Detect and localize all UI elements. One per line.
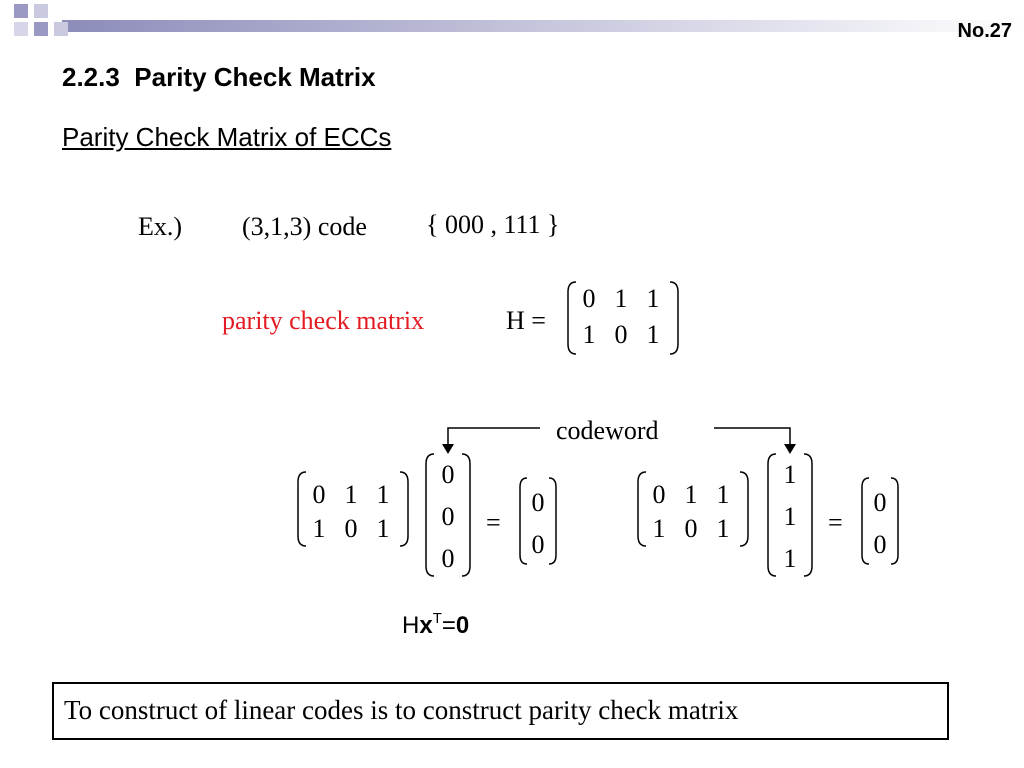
h-cell: 0 <box>614 320 628 349</box>
formula-x: x <box>419 612 433 639</box>
title-bar-decoration <box>0 0 1024 44</box>
h-cell: 1 <box>582 320 596 349</box>
equals-sign: = <box>828 508 843 537</box>
codeword-arrows <box>442 427 796 454</box>
matrix-cell: 0 <box>312 480 326 509</box>
parity-check-label: parity check matrix <box>222 306 425 335</box>
result-cell: 0 <box>873 488 887 517</box>
matrix-cell: 0 <box>344 514 358 543</box>
vector-cell: 1 <box>783 460 797 489</box>
codeword-label: codeword <box>556 416 659 445</box>
matrix-cell: 1 <box>312 514 326 543</box>
matrix-cell: 1 <box>376 480 390 509</box>
formula-h: H <box>402 612 420 639</box>
vector-cell: 0 <box>441 502 455 531</box>
section-title: Parity Check Matrix <box>134 62 376 92</box>
vector-cell: 1 <box>783 544 797 573</box>
vector-cell: 0 <box>441 544 455 573</box>
summary-text: To construct of linear codes is to const… <box>64 695 739 725</box>
matrix-cell: 0 <box>684 514 698 543</box>
summary-box: To construct of linear codes is to const… <box>52 682 949 740</box>
vector-cell: 1 <box>783 502 797 531</box>
product-matrix: 0 1 1 1 0 1 <box>636 470 750 548</box>
code-label: (3,1,3) code <box>242 212 367 241</box>
vector-cell: 0 <box>441 460 455 489</box>
matrix-cell: 1 <box>652 514 666 543</box>
result-cell: 0 <box>531 530 545 559</box>
matrix-cell: 1 <box>684 480 698 509</box>
equals-sign: = <box>486 508 501 537</box>
matrix-cell: 1 <box>716 480 730 509</box>
parity-formula: HxT=0 <box>402 610 470 640</box>
section-number: 2.2.3 <box>62 62 120 92</box>
h-cell: 0 <box>582 284 596 313</box>
result-vector: 0 0 <box>860 476 900 566</box>
slide-number: No.27 <box>957 20 1012 42</box>
result-cell: 0 <box>873 530 887 559</box>
h-cell: 1 <box>646 284 660 313</box>
result-vector: 0 0 <box>518 476 558 566</box>
h-matrix: 0 1 1 1 0 1 <box>566 280 680 356</box>
matrix-cell: 1 <box>376 514 390 543</box>
codeword-set: { 000 , 111 } <box>426 210 560 239</box>
codeword-vector: 0 0 0 <box>424 452 472 578</box>
h-label: H = <box>506 306 546 335</box>
subheading: Parity Check Matrix of ECCs <box>62 122 392 152</box>
matrix-cell: 1 <box>716 514 730 543</box>
result-cell: 0 <box>531 488 545 517</box>
codeword-vector: 1 1 1 <box>766 452 814 578</box>
section-heading: 2.2.3 Parity Check Matrix <box>62 62 376 93</box>
formula-transpose: T <box>432 610 442 627</box>
product-matrix: 0 1 1 1 0 1 <box>296 470 410 548</box>
matrix-cell: 1 <box>344 480 358 509</box>
formula-zero: 0 <box>455 612 470 639</box>
formula-equals: = <box>441 612 456 639</box>
h-cell: 1 <box>614 284 628 313</box>
example-prefix: Ex.) <box>138 212 183 241</box>
matrix-cell: 0 <box>652 480 666 509</box>
h-cell: 1 <box>646 320 660 349</box>
